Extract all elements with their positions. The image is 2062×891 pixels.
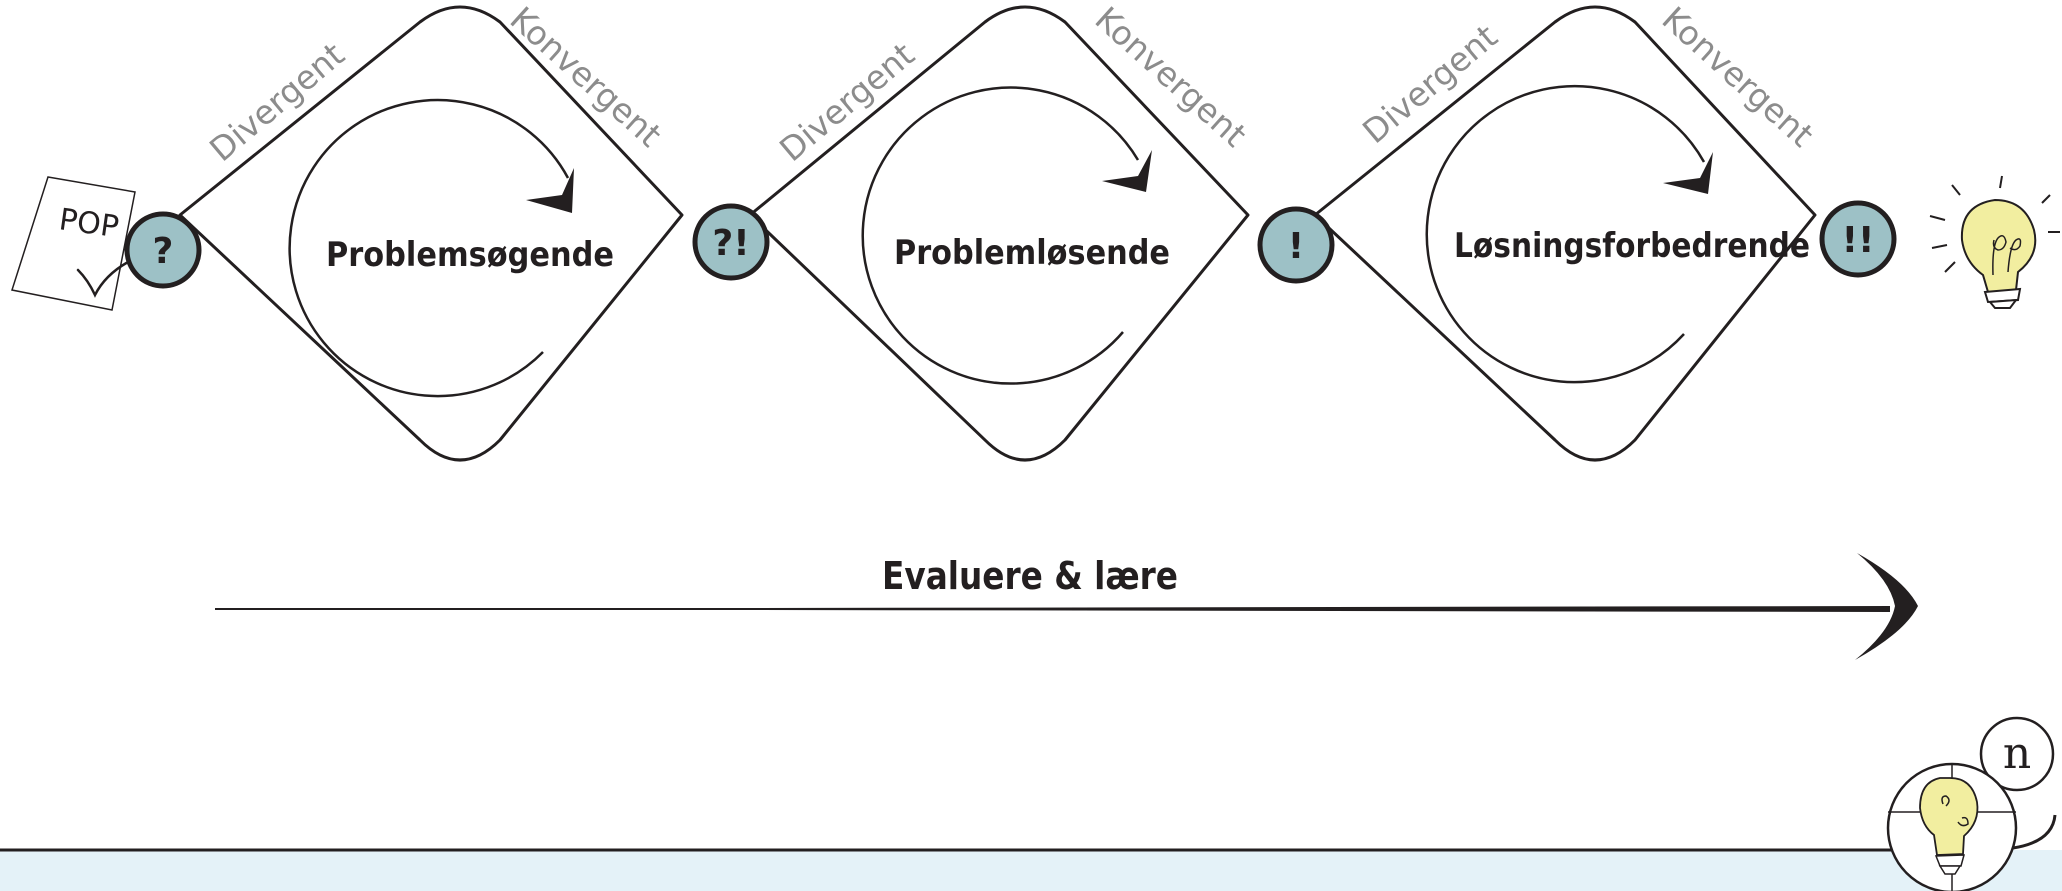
- checkmark-icon: [76, 260, 130, 298]
- phase-label-losningsforbedrende: Løsningsforbedrende: [1454, 226, 1810, 266]
- cycle-arrow-2: [861, 86, 1152, 385]
- cycle-arrow-1: [288, 98, 574, 398]
- cycle-arrow-3: [1425, 84, 1713, 384]
- timeline-arrow: [215, 553, 1918, 660]
- svg-text:!: !: [1288, 226, 1304, 267]
- node-question: ?: [124, 211, 202, 289]
- diamond-3: [1313, 5, 1817, 462]
- note-text: POP: [57, 202, 121, 245]
- svg-text:!!: !!: [1842, 220, 1875, 261]
- footer-band: [0, 850, 2062, 891]
- footer-divider: [0, 814, 2057, 852]
- edge-label-konvergent-2: Konvergent: [1088, 0, 1255, 154]
- node-double-exclamation: !!: [1819, 200, 1897, 278]
- note-icon: POP: [11, 176, 136, 311]
- diamond-2: [748, 5, 1250, 462]
- phase-label-problemsogende: Problemsøgende: [326, 235, 614, 275]
- timeline-label: Evaluere & lære: [882, 554, 1178, 598]
- phase-label-problemlosende: Problemløsende: [894, 233, 1170, 273]
- logo-icon: n: [1886, 716, 2055, 891]
- node-exclamation: !: [1257, 206, 1335, 284]
- logo-text: n: [2003, 728, 2031, 779]
- node-question-exclamation: ?!: [692, 203, 770, 281]
- svg-text:?!: ?!: [712, 223, 749, 264]
- svg-text:?: ?: [153, 231, 174, 272]
- lightbulb-icon: [1929, 175, 2060, 309]
- edge-label-divergent-3: Divergent: [1355, 17, 1505, 151]
- diamond-1: [178, 5, 684, 462]
- edge-label-divergent-2: Divergent: [772, 35, 922, 169]
